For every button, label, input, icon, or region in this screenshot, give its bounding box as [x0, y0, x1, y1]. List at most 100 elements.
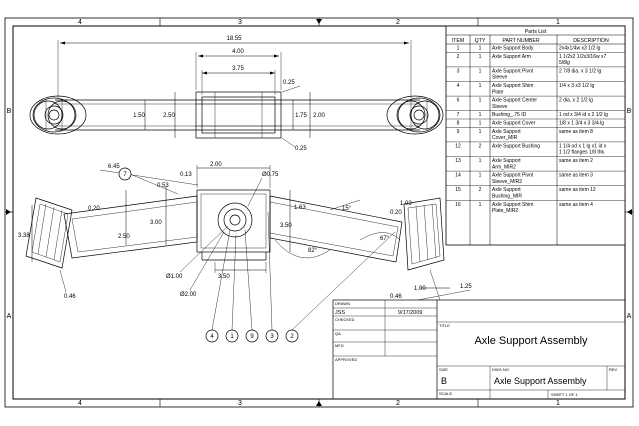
parts-list-description: 1 1/2x2 1/2x3/16w x7	[559, 54, 606, 60]
dim-top-2.50: 2.50	[163, 113, 175, 119]
parts-list-qty: 1	[479, 173, 482, 179]
parts-list-qty: 2	[479, 143, 482, 149]
parts-list-description: 1 1/4 od x 1 lg x1 id x	[559, 143, 607, 149]
parts-list-part-number: Sleeve	[492, 75, 508, 81]
dim-front-0.20-left: 0.20	[88, 206, 100, 212]
balloon-9: 9	[250, 334, 254, 340]
parts-list-description: same as item 12	[559, 187, 596, 193]
balloon-4-circle	[205, 329, 219, 343]
parts-list-qty: 1	[479, 202, 482, 208]
parts-list-item-number: 9	[457, 129, 460, 135]
parts-list-part-number: Axle Support Arm	[492, 54, 531, 60]
parts-list-header-qty: QTY	[475, 38, 486, 44]
parts-list-description: 5/8lg	[559, 60, 570, 66]
tb-dwg-label: DWG NO	[492, 367, 509, 372]
balloon-7-circle	[118, 167, 132, 181]
dim-front-67deg: 67°	[380, 236, 390, 242]
balloon-7: 7	[123, 172, 127, 178]
parts-list-part-number: Arm_MIR2	[492, 164, 516, 170]
balloon-1-circle	[225, 329, 239, 343]
parts-list-item-number: 1	[457, 46, 460, 52]
balloons: 7 4 1 9 3 2	[118, 167, 299, 343]
dim-front-2.50: 2.50	[118, 234, 130, 240]
dim-front-1.63: 1.63	[294, 205, 306, 211]
parts-list-description: same as item 4	[559, 202, 593, 208]
zone-col-bot-2: 3	[238, 400, 242, 407]
tb-drawn-date: 9/17/2009	[398, 310, 422, 316]
parts-list-part-number: Axle Support	[492, 158, 521, 164]
zone-col-bot-1: 4	[78, 400, 82, 407]
dim-front-15deg: 15°	[342, 206, 352, 212]
tb-dwg-no: Axle Support Assembly	[494, 376, 587, 386]
parts-list-item-number: 14	[455, 173, 461, 179]
parts-list-part-number: Axle Support Shim	[492, 83, 533, 89]
dim-front-3.00: 3.00	[150, 220, 162, 226]
parts-list-frame	[445, 25, 626, 246]
dim-front-82deg: 82°	[308, 248, 318, 254]
front-view	[25, 165, 471, 331]
tb-drawn-by: JSS	[335, 310, 345, 316]
zone-row-left-a: A	[7, 313, 12, 320]
dim-front-3.50-vert: 3.50	[280, 223, 292, 229]
parts-list-part-number: Axle Support Body	[492, 46, 534, 52]
parts-list-qty: 1	[479, 54, 482, 60]
tb-size: B	[441, 376, 447, 386]
parts-list-qty: 1	[479, 83, 482, 89]
parts-list-header-part: PART NUMBER	[502, 38, 539, 44]
parts-list: Parts List ITEM QTY PART NUMBER DESCRIPT…	[445, 25, 626, 246]
zone-col-bot-3: 2	[396, 400, 400, 407]
parts-list-item-number: 16	[455, 202, 461, 208]
parts-list-item-number: 2	[457, 54, 460, 60]
tb-drawn-label: DRAWN	[335, 301, 350, 306]
zone-row-right-a: A	[627, 313, 632, 320]
parts-list-part-number: Axle Support Center	[492, 98, 537, 104]
parts-list-part-number: Cover_MIR	[492, 135, 518, 141]
parts-list-item-number: 8	[457, 121, 460, 127]
tb-title: Axle Support Assembly	[474, 335, 588, 347]
parts-list-description: 1/4 x 3 x3 1/2 lg	[559, 83, 595, 89]
parts-list-description: 1 1/2 flanges 1/8 thk.	[559, 150, 605, 156]
centering-marks	[6, 19, 632, 406]
parts-list-qty: 1	[479, 158, 482, 164]
parts-list-item-number: 3	[457, 68, 460, 74]
dim-front-0.53: 0.53	[157, 183, 169, 189]
parts-list-qty: 1	[479, 129, 482, 135]
balloon-2-circle	[285, 329, 299, 343]
dim-front-3.50-horiz: 3.50	[218, 274, 230, 280]
parts-list-header-item: ITEM	[452, 38, 464, 44]
dim-front-0.13: 0.13	[180, 172, 192, 178]
dim-front-1.25: 1.25	[460, 284, 472, 290]
title-block	[332, 299, 626, 400]
parts-list-description: 1 od x 3/4 id x 2 1/2 lg	[559, 112, 608, 118]
parts-list-description: same as item 8	[559, 129, 593, 135]
dim-front-dia-2.00: Ø2.00	[180, 292, 197, 298]
dim-top-0.25-lower: 0.25	[295, 146, 307, 152]
parts-list-item-number: 15	[455, 187, 461, 193]
parts-list-part-number: Axle Support Cover	[492, 121, 536, 127]
parts-list-qty: 1	[479, 98, 482, 104]
parts-list-description: 1/8 x 1 3/4 x 3 3/4 lg	[559, 121, 604, 127]
tb-size-label: SIZE	[439, 367, 448, 372]
dim-top-0.25-upper: 0.25	[283, 80, 295, 86]
parts-list-item-number: 4	[457, 83, 460, 89]
parts-list-item-number: 12	[455, 143, 461, 149]
zone-col-top-1: 4	[78, 19, 82, 26]
parts-list-part-number: Bushing_.75 ID	[492, 112, 527, 118]
balloon-4: 4	[210, 334, 214, 340]
parts-list-qty: 1	[479, 46, 482, 52]
dim-top-18.55: 18.55	[226, 36, 242, 42]
balloon-3: 3	[270, 334, 274, 340]
dim-front-0.46-right: 0.46	[390, 294, 402, 300]
parts-list-header-desc: DESCRIPTION	[573, 38, 609, 44]
tb-mfg-label: MFG	[335, 343, 344, 348]
zone-col-bot-4: 1	[556, 400, 560, 407]
parts-list-item-number: 13	[455, 158, 461, 164]
parts-list-description: 2x4x1/4w x3 1/2 lg	[559, 46, 601, 52]
balloon-9-circle	[245, 329, 259, 343]
dim-top-1.75: 1.75	[295, 113, 307, 119]
balloon-1: 1	[230, 334, 234, 340]
dim-front-3.38: 3.38	[18, 233, 30, 239]
parts-list-qty: 2	[479, 187, 482, 193]
